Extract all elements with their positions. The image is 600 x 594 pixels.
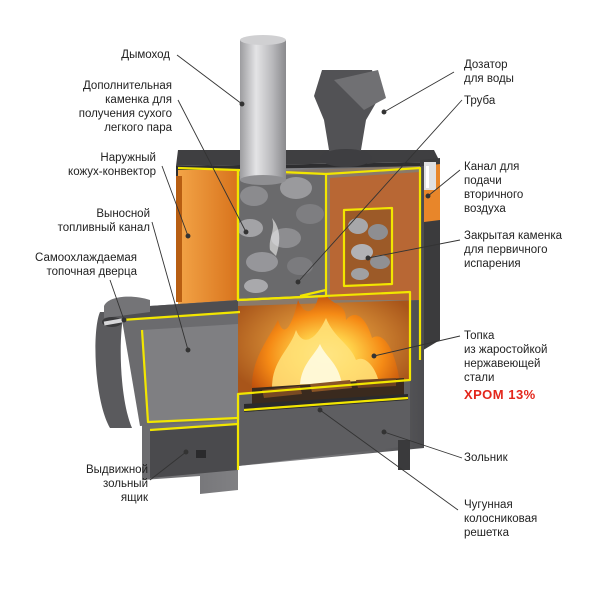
- label-closed-heater: Закрытая каменка для первичного испарени…: [464, 230, 563, 270]
- leader-outer-casing: [161, 165, 189, 237]
- leader-door: [109, 279, 125, 321]
- leader-extra-heater: [177, 99, 247, 233]
- label-chrome: ХРОМ 13%: [464, 387, 536, 402]
- label-pipe: Труба: [464, 95, 496, 107]
- leader-remote-channel: [151, 221, 189, 351]
- label-door: Самоохлаждаемая топочная дверца: [35, 252, 137, 278]
- label-air-channel: Канал для подачи вторичного воздуха: [464, 161, 524, 215]
- label-remote-channel: Выносной топливный канал: [57, 208, 150, 234]
- leader-lines: [109, 54, 463, 511]
- ash-drawer-body: [150, 424, 238, 478]
- fire: [251, 286, 400, 392]
- leader-ash-drawer: [149, 451, 187, 481]
- leader-grate: [319, 409, 459, 511]
- extra-heater-stones: [237, 174, 326, 300]
- leader-air-channel: [427, 169, 461, 197]
- fire-door: [95, 312, 132, 428]
- label-extra-heater: Дополнительная каменка для получения сух…: [78, 80, 172, 134]
- chimney-pipe: [240, 35, 286, 185]
- water-dispenser: [314, 70, 386, 167]
- leader-chimney: [176, 54, 243, 105]
- closed-heater-stones: [344, 208, 392, 286]
- label-firebox: Топка из жаростойкой нержавеющей стали: [464, 330, 548, 384]
- label-water-dispenser: Дозатор для воды: [464, 59, 514, 85]
- label-ash-drawer: Выдвижной зольный ящик: [85, 464, 148, 504]
- leader-ash-pit: [383, 431, 463, 459]
- label-chimney: Дымоход: [121, 49, 170, 61]
- cutaway-outline: [121, 166, 432, 470]
- label-grate: Чугунная колосниковая решетка: [464, 499, 538, 539]
- leader-closed-heater: [367, 239, 461, 259]
- air-channel-tube: [424, 162, 436, 190]
- label-ash-pit: Зольник: [464, 452, 508, 464]
- outer-casing-panel: [178, 170, 238, 304]
- label-outer-casing: Наружный кожух-конвектор: [68, 152, 156, 178]
- leader-water-dispenser: [383, 71, 455, 113]
- fuel-channel: [95, 296, 240, 428]
- leader-firebox: [373, 335, 461, 357]
- leader-pipe: [297, 99, 463, 283]
